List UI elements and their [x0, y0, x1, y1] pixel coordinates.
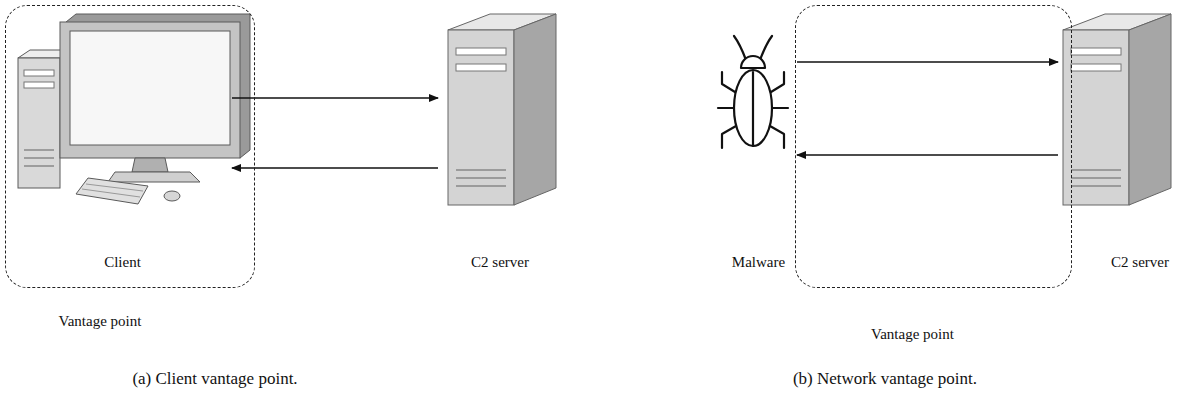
vantage-frame: Vantage point: [795, 5, 1072, 288]
bug-icon: [718, 36, 788, 148]
vantage-frame: Vantage pointClient: [5, 5, 255, 288]
malware-node: Malware: [722, 30, 795, 280]
node-label: Client: [104, 253, 141, 271]
node-label: C2 server: [1111, 253, 1169, 271]
server-node: C2 server: [440, 15, 560, 280]
node-label: C2 server: [471, 253, 529, 271]
message-arrow: [797, 61, 1058, 62]
region-label: Vantage point: [871, 325, 954, 343]
subfigure-caption: (a) Client vantage point.: [132, 369, 297, 389]
message-arrow: [232, 167, 438, 168]
message-arrow: [232, 97, 438, 98]
node-label: Malware: [732, 253, 785, 271]
client-node: Client: [15, 15, 230, 280]
computer-icon: [18, 14, 250, 204]
region-label: Vantage point: [59, 312, 142, 330]
message-arrow: [797, 154, 1058, 155]
server-icon: [1063, 14, 1171, 205]
caption-box: (b) Network vantage point.: [793, 369, 977, 389]
caption-box: (a) Client vantage point.: [132, 369, 297, 389]
server-icon: [448, 14, 556, 205]
server-node: C2 server: [1060, 15, 1180, 280]
subfigure-caption: (b) Network vantage point.: [793, 369, 977, 389]
